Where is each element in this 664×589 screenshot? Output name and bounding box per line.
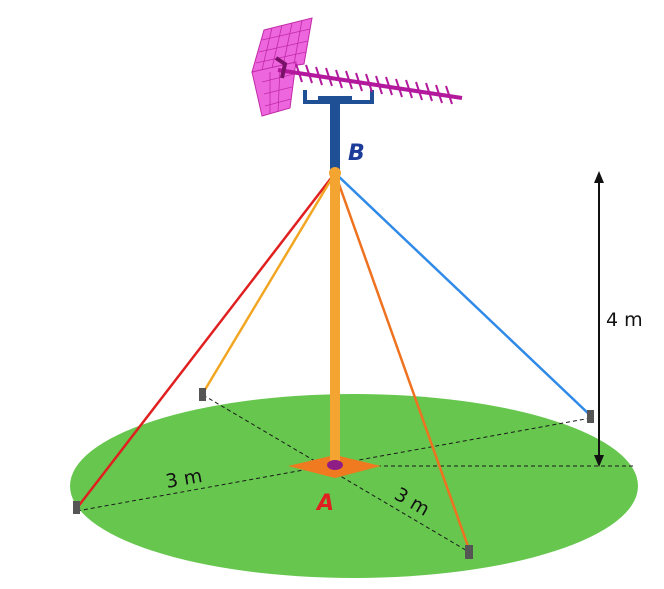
- cable-red: [76, 172, 336, 509]
- cable-orange-front: [333, 172, 471, 550]
- cable-blue: [334, 172, 592, 417]
- height-dimension-arrow: [594, 171, 604, 467]
- anchor-front: [465, 545, 473, 559]
- cable-orange-left: [201, 172, 337, 394]
- mast-top-section: [330, 100, 340, 173]
- anchor-left-back: [199, 388, 206, 401]
- point-label-b: B: [348, 141, 365, 166]
- antenna-icon: [251, 17, 463, 117]
- point-label-a: A: [315, 491, 334, 516]
- stay-cables: [76, 172, 592, 550]
- anchor-right: [587, 410, 594, 423]
- anchor-left-far: [73, 501, 80, 514]
- mast-pole: [330, 173, 340, 463]
- mast-foot: [327, 460, 343, 470]
- cable-anchors: [73, 388, 594, 559]
- mast-top-joint: [329, 167, 341, 179]
- ground-disc: [70, 394, 638, 578]
- dimension-label-height: 4 m: [606, 309, 643, 331]
